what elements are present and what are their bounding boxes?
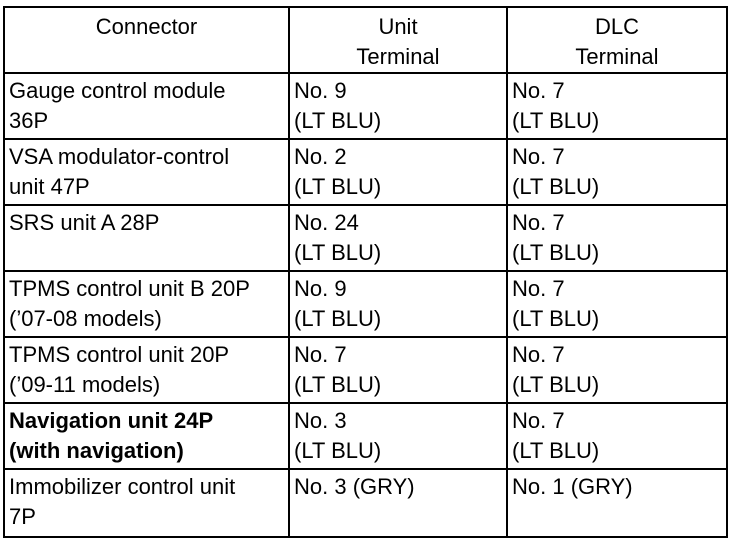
unit-terminal-cell: No. 24 (LT BLU) [288,204,508,272]
unit-terminal-cell: No. 9 (LT BLU) [288,270,508,338]
cell-text: (LT BLU) [294,240,382,265]
cell-text: (LT BLU) [512,240,600,265]
table-row: TPMS control unit 20P (’09-11 models) No. … [3,336,728,404]
dlc-terminal-cell: No. 1 (GRY) [506,468,728,538]
header-text: Connector [95,14,198,39]
cell-text: No. 3 [294,408,347,433]
cell-text: No. 7 [512,276,565,301]
header-unit-terminal: Unit Terminal [288,6,508,74]
header-dlc-terminal: DLC Terminal [506,6,728,74]
cell-text: SRS unit A 28P [9,210,160,235]
cell-text: (LT BLU) [512,372,600,397]
cell-text: No. 9 [294,78,347,103]
header-text: Terminal [575,44,659,69]
cell-text: (LT BLU) [294,108,382,133]
header-connector: Connector [3,6,290,74]
cell-text: 36P [9,108,49,133]
cell-text: TPMS control unit 20P [9,342,230,367]
cell-text: No. 3 (GRY) [294,474,415,499]
cell-text: (’09-11 models) [9,372,161,397]
header-text: Unit [378,14,418,39]
connector-cell: Navigation unit 24P (with navigation) [3,402,290,470]
connector-cell: TPMS control unit 20P (’09-11 models) [3,336,290,404]
cell-text: No. 7 [512,210,565,235]
cell-text: No. 7 [512,78,565,103]
cell-text: No. 9 [294,276,347,301]
cell-text: (LT BLU) [294,306,382,331]
cell-text: 7P [9,504,36,529]
cell-text: Immobilizer control unit [9,474,236,499]
connector-cell: VSA modulator-control unit 47P [3,138,290,206]
cell-text: No. 7 [294,342,347,367]
table-row: Immobilizer control unit 7P No. 3 (GRY) No.… [3,468,728,538]
cell-text: TPMS control unit B 20P [9,276,250,301]
connector-terminal-table: Connector Unit Terminal DLC Terminal Gau… [3,6,728,538]
dlc-terminal-cell: No. 7 (LT BLU) [506,204,728,272]
cell-text: Navigation unit 24P [9,408,214,433]
cell-text: No. 7 [512,342,565,367]
table-row: VSA modulator-control unit 47P No. 2 (LT BL… [3,138,728,206]
dlc-terminal-cell: No. 7 (LT BLU) [506,336,728,404]
cell-text: (with navigation) [9,438,184,463]
cell-text: VSA modulator-control [9,144,230,169]
unit-terminal-cell: No. 3 (GRY) [288,468,508,538]
cell-text: No. 7 [512,144,565,169]
dlc-terminal-cell: No. 7 (LT BLU) [506,138,728,206]
unit-terminal-cell: No. 9 (LT BLU) [288,72,508,140]
connector-cell: Immobilizer control unit 7P [3,468,290,538]
cell-text: Gauge control module [9,78,226,103]
unit-terminal-cell: No. 3 (LT BLU) [288,402,508,470]
cell-text: No. 2 [294,144,347,169]
cell-text: (’07-08 models) [9,306,162,331]
cell-text: (LT BLU) [512,438,600,463]
cell-text: (LT BLU) [294,438,382,463]
table-row: TPMS control unit B 20P (’07-08 models) No… [3,270,728,338]
cell-text: (LT BLU) [512,108,600,133]
header-text: Terminal [356,44,440,69]
cell-text: No. 24 [294,210,359,235]
cell-text: (LT BLU) [512,174,600,199]
cell-text: (LT BLU) [294,372,382,397]
dlc-terminal-cell: No. 7 (LT BLU) [506,402,728,470]
connector-cell: TPMS control unit B 20P (’07-08 models) [3,270,290,338]
cell-text: (LT BLU) [512,306,600,331]
cell-text: No. 1 (GRY) [512,474,633,499]
dlc-terminal-cell: No. 7 (LT BLU) [506,270,728,338]
dlc-terminal-cell: No. 7 (LT BLU) [506,72,728,140]
connector-cell: SRS unit A 28P [3,204,290,272]
connector-cell: Gauge control module 36P [3,72,290,140]
header-row: Connector Unit Terminal DLC Terminal [3,6,728,74]
table-row: Navigation unit 24P (with navigation) No. … [3,402,728,470]
cell-text: (LT BLU) [294,174,382,199]
unit-terminal-cell: No. 2 (LT BLU) [288,138,508,206]
table-row: SRS unit A 28P No. 24 (LT BLU) No. 7 (LT BLU… [3,204,728,272]
cell-text: unit 47P [9,174,90,199]
cell-text: No. 7 [512,408,565,433]
header-text: DLC [594,14,639,39]
unit-terminal-cell: No. 7 (LT BLU) [288,336,508,404]
